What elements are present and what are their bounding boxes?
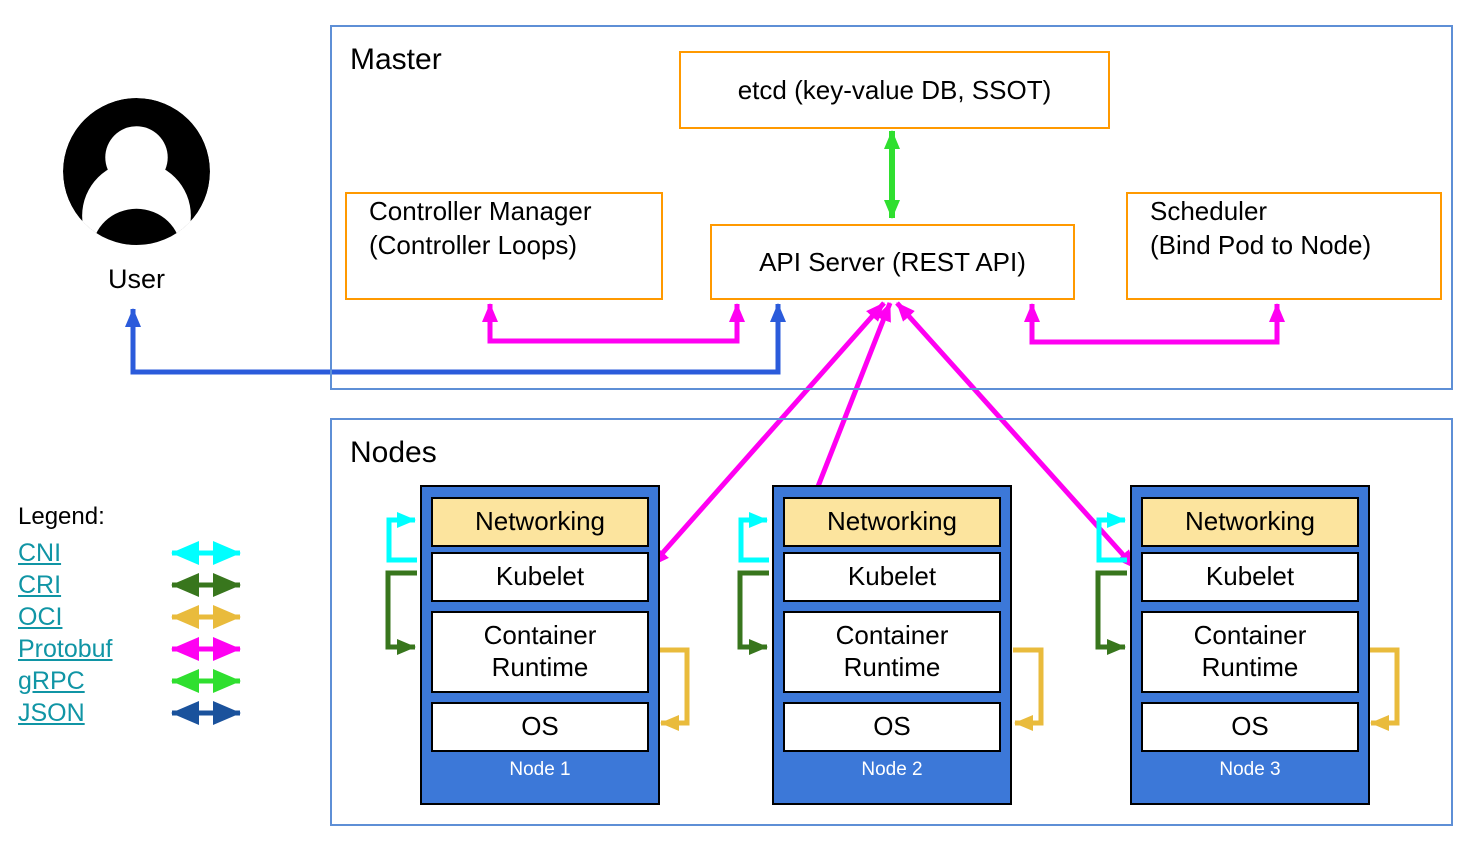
os-layer: OS bbox=[1141, 702, 1359, 752]
grpc-link[interactable]: gRPC bbox=[18, 666, 85, 695]
node-2-label: Node 2 bbox=[861, 759, 923, 780]
legend-item-protobuf: Protobuf bbox=[18, 633, 270, 665]
json-arrow-icon bbox=[171, 701, 241, 725]
protobuf-arrow-icon bbox=[171, 637, 241, 661]
nodes-title: Nodes bbox=[350, 436, 437, 469]
networking-layer: Networking bbox=[431, 497, 649, 547]
oci-arrow-icon bbox=[171, 605, 241, 629]
legend-title: Legend: bbox=[18, 503, 105, 530]
legend-item-cni: CNI bbox=[18, 537, 270, 569]
cri-arrow-icon bbox=[171, 573, 241, 597]
container-runtime-layer: Container Runtime bbox=[1141, 611, 1359, 693]
controller-manager-line2: (Controller Loops) bbox=[369, 230, 578, 261]
container-runtime-layer: Container Runtime bbox=[431, 611, 649, 693]
user-icon bbox=[63, 98, 210, 245]
nodes-frame: Nodes Networking Kubelet Container Runti… bbox=[330, 418, 1453, 826]
scheduler-box: Scheduler (Bind Pod to Node) bbox=[1126, 192, 1442, 300]
node-3-stack: Networking Kubelet Container Runtime OS … bbox=[1130, 485, 1370, 805]
os-layer: OS bbox=[783, 702, 1001, 752]
node-1-label: Node 1 bbox=[509, 759, 571, 780]
node-1-stack: Networking Kubelet Container Runtime OS … bbox=[420, 485, 660, 805]
kubelet-layer: Kubelet bbox=[1141, 552, 1359, 602]
networking-layer: Networking bbox=[783, 497, 1001, 547]
scheduler-line1: Scheduler bbox=[1150, 196, 1268, 226]
cri-link[interactable]: CRI bbox=[18, 570, 62, 599]
kubelet-layer: Kubelet bbox=[783, 552, 1001, 602]
user-label: User bbox=[107, 264, 165, 294]
grpc-arrow-icon bbox=[171, 669, 241, 693]
node-3-label: Node 3 bbox=[1219, 759, 1281, 780]
container-runtime-layer: Container Runtime bbox=[783, 611, 1001, 693]
api-server-box: API Server (REST API) bbox=[710, 224, 1075, 300]
etcd-box: etcd (key-value DB, SSOT) bbox=[679, 51, 1110, 129]
os-layer: OS bbox=[431, 702, 649, 752]
controller-manager-box: Controller Manager (Controller Loops) bbox=[345, 192, 663, 300]
user-figure: User bbox=[63, 98, 210, 295]
networking-layer: Networking bbox=[1141, 497, 1359, 547]
legend-item-json: JSON bbox=[18, 697, 270, 729]
cni-link[interactable]: CNI bbox=[18, 538, 62, 567]
protobuf-link[interactable]: Protobuf bbox=[18, 634, 113, 663]
master-frame: Master etcd (key-value DB, SSOT) Control… bbox=[330, 25, 1453, 390]
master-title: Master bbox=[350, 43, 442, 76]
controller-manager-line1: Controller Manager bbox=[369, 196, 592, 226]
node-2-stack: Networking Kubelet Container Runtime OS … bbox=[772, 485, 1012, 805]
oci-link[interactable]: OCI bbox=[18, 602, 63, 631]
legend-item-grpc: gRPC bbox=[18, 665, 270, 697]
legend-item-oci: OCI bbox=[18, 601, 270, 633]
legend-item-cri: CRI bbox=[18, 569, 270, 601]
cni-arrow-icon bbox=[171, 541, 241, 565]
json-link[interactable]: JSON bbox=[18, 698, 85, 727]
scheduler-line2: (Bind Pod to Node) bbox=[1150, 230, 1372, 261]
legend: Legend: CNI CRI OCI Protobuf gRP bbox=[18, 503, 270, 729]
kubelet-layer: Kubelet bbox=[431, 552, 649, 602]
